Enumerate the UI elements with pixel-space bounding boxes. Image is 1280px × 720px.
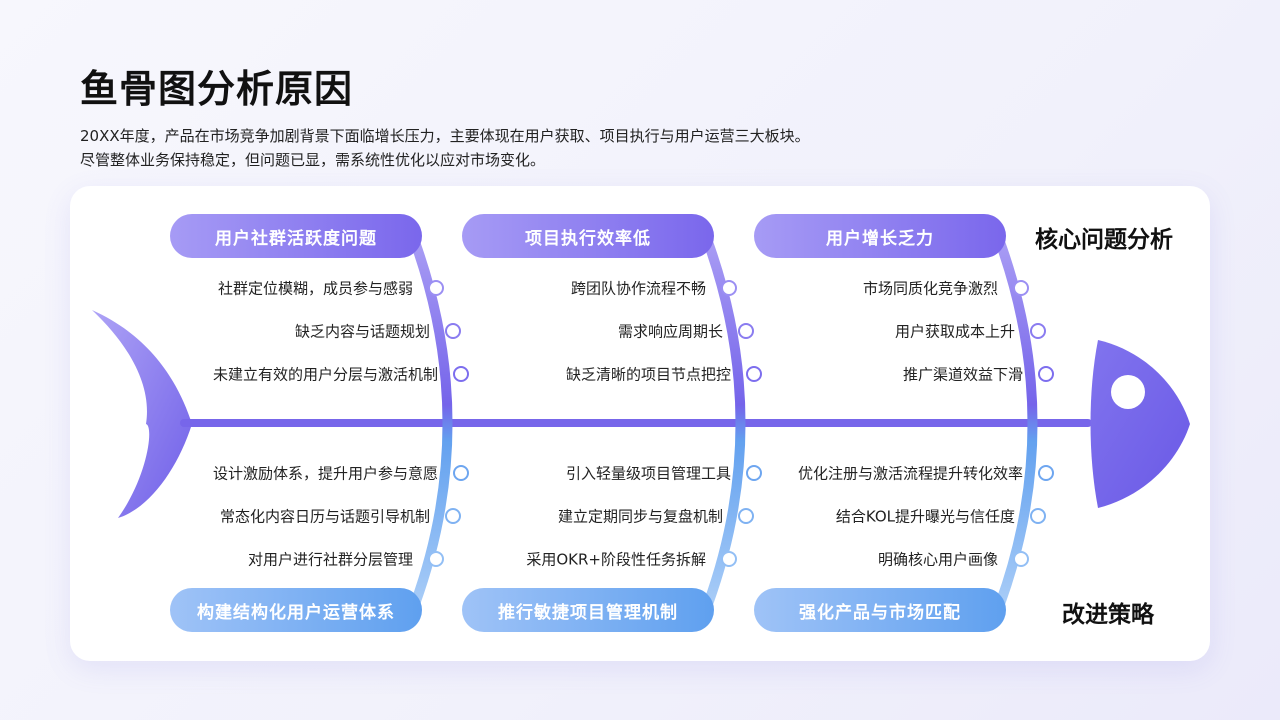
strategy-2-item-3: 采用OKR+阶段性任务拆解 — [526, 550, 706, 569]
fish-eye — [1111, 375, 1145, 409]
bone-1-dot-1 — [428, 280, 444, 296]
strategy-1-item-2: 常态化内容日历与话题引导机制 — [219, 507, 430, 526]
bone-3-dot-2 — [1030, 323, 1046, 339]
strategy-3-item-3: 明确核心用户画像 — [877, 550, 998, 569]
fishbone-card: 核心问题分析 改进策略 用户社群活跃度问题 项目执行效率低 用户增长乏力 构建结… — [70, 186, 1210, 661]
problem-pill-1: 用户社群活跃度问题 — [170, 214, 422, 258]
problem-pill-3: 用户增长乏力 — [754, 214, 1006, 258]
strategy-2-item-1: 引入轻量级项目管理工具 — [565, 464, 731, 483]
description: 20XX年度，产品在市场竞争加剧背景下面临增长压力，主要体现在用户获取、项目执行… — [80, 124, 1180, 172]
problem-1-item-2: 缺乏内容与话题规划 — [294, 322, 430, 341]
fishbone-diagram — [92, 237, 1190, 609]
strategy-1-item-1: 设计激励体系，提升用户参与意愿 — [212, 464, 438, 483]
problem-3-item-2: 用户获取成本上升 — [894, 322, 1015, 341]
problem-3-item-1: 市场同质化竞争激烈 — [862, 279, 998, 298]
bone-3-dot-6 — [1013, 551, 1029, 567]
problem-1-item-1: 社群定位模糊，成员参与感弱 — [217, 279, 413, 298]
strategy-pill-1: 构建结构化用户运营体系 — [170, 588, 422, 632]
fish-tail — [92, 310, 192, 518]
strategy-3-item-1: 优化注册与激活流程提升转化效率 — [797, 464, 1023, 483]
problem-2-item-3: 缺乏清晰的项目节点把控 — [565, 365, 731, 384]
bone-1-dot-5 — [445, 508, 461, 524]
bone-2-dot-4 — [746, 465, 762, 481]
fish-spine — [180, 419, 1092, 427]
bone-2-dot-5 — [738, 508, 754, 524]
bone-2-dot-1 — [721, 280, 737, 296]
strategy-3-item-2: 结合KOL提升曝光与信任度 — [835, 507, 1015, 526]
strategy-pill-2: 推行敏捷项目管理机制 — [462, 588, 714, 632]
bone-1-dot-4 — [453, 465, 469, 481]
problem-pill-2: 项目执行效率低 — [462, 214, 714, 258]
bone-3-dot-3 — [1038, 366, 1054, 382]
description-line-1: 20XX年度，产品在市场竞争加剧背景下面临增长压力，主要体现在用户获取、项目执行… — [80, 127, 810, 145]
bone-2-dot-3 — [746, 366, 762, 382]
problem-1-item-3: 未建立有效的用户分层与激活机制 — [212, 365, 438, 384]
bone-dots — [428, 280, 1054, 567]
bone-2-dot-2 — [738, 323, 754, 339]
bone-2-dot-6 — [721, 551, 737, 567]
label-core-issues: 核心问题分析 — [1035, 227, 1173, 253]
problem-3-item-3: 推广渠道效益下滑 — [902, 365, 1023, 384]
bone-3-dot-4 — [1038, 465, 1054, 481]
bone-1-dot-3 — [453, 366, 469, 382]
strategy-pill-3: 强化产品与市场匹配 — [754, 588, 1006, 632]
description-line-2: 尽管整体业务保持稳定，但问题已显，需系统性优化以应对市场变化。 — [80, 151, 546, 169]
strategy-2-item-2: 建立定期同步与复盘机制 — [557, 507, 723, 526]
label-strategies: 改进策略 — [1062, 602, 1154, 628]
bone-3-dot-1 — [1013, 280, 1029, 296]
problem-2-item-1: 跨团队协作流程不畅 — [570, 279, 706, 298]
bone-1-dot-6 — [428, 551, 444, 567]
page-title: 鱼骨图分析原因 — [80, 67, 354, 111]
bone-3-dot-5 — [1030, 508, 1046, 524]
strategy-1-item-3: 对用户进行社群分层管理 — [247, 550, 413, 569]
problem-2-item-2: 需求响应周期长 — [617, 322, 723, 341]
bone-1-dot-2 — [445, 323, 461, 339]
fish-head — [1090, 340, 1190, 508]
